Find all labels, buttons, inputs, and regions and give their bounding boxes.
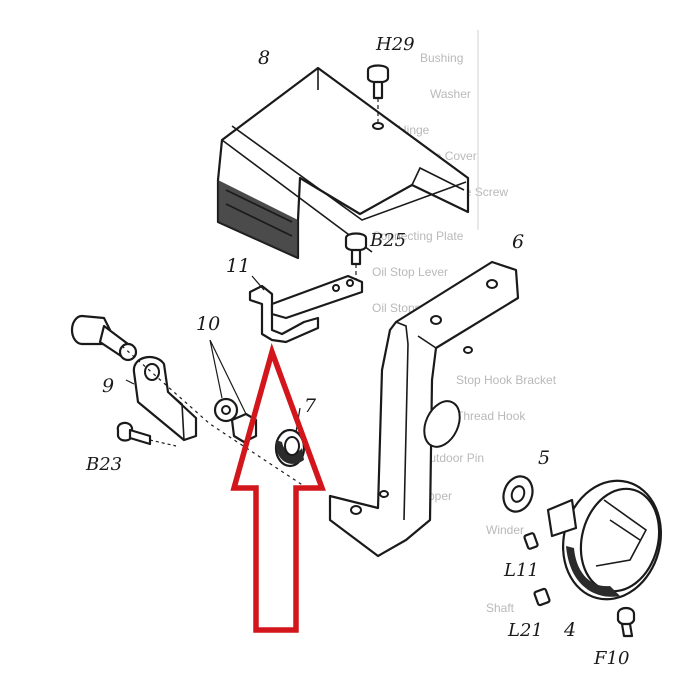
screw-l21 [533,587,551,607]
label-part-6: 6 [512,231,524,253]
cover-part-8 [216,66,470,260]
label-part-b23: B23 [85,454,122,475]
bracket-part-6 [328,260,520,558]
label-part-l11: L11 [503,560,539,581]
label-part-h29: H29 [375,34,415,55]
label-part-10: 10 [196,313,220,335]
ghost-text: Shaft [486,601,515,615]
label-part-11: 11 [226,255,250,277]
plate-part-9 [132,355,198,442]
screw-f10 [616,606,636,638]
label-part-5: 5 [538,447,550,469]
ghost-text: Bushing [420,51,463,65]
label-part-l21: L21 [507,620,543,641]
bushing-part-7 [274,428,306,468]
lever-part-11 [248,274,364,344]
label-part-9: 9 [102,375,114,397]
label-part-7: 7 [304,395,317,417]
screw-b23 [116,421,177,447]
ghost-text: Oil Stop Lever [372,265,448,279]
washer-part-5 [502,475,534,513]
hook-part-4 [546,479,662,601]
label-part-b25: B25 [369,230,406,251]
ghost-text: Winder [486,523,524,537]
ghost-text: Washer [430,87,471,101]
ghost-text: Thread Hook [456,409,526,423]
background-text: Bushing Washer Hinge Hinge Cover Hinge S… [372,30,557,615]
label-part-8: 8 [258,47,270,69]
screw-h29 [366,64,390,130]
screw-l11 [523,532,539,550]
ghost-text: Connecting Plate [372,229,464,243]
knob-bolt [70,314,138,362]
ghost-text: Stop Hook Bracket [456,373,557,387]
label-part-4: 4 [563,619,576,641]
label-part-f10: F10 [593,648,629,669]
red-arrow-icon [230,343,326,633]
ghost-text: Outdoor Pin [420,451,484,465]
screw-b25 [344,232,368,282]
